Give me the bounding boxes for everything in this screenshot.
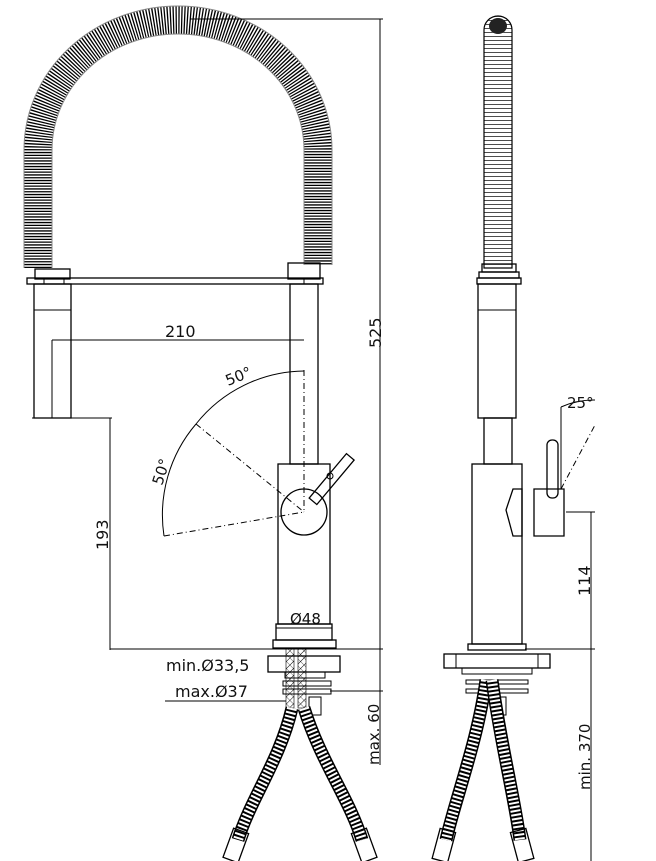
dim-d48-label: Ø48 xyxy=(290,610,321,628)
side-spring xyxy=(483,15,513,269)
dim-max60-label: max. 60 xyxy=(365,704,383,765)
spout-holder-bar xyxy=(26,277,324,285)
supply-hoses xyxy=(222,706,378,861)
dim-hole-min-label: min.Ø33,5 xyxy=(166,656,249,675)
angle-50-top-label: 50° xyxy=(223,363,254,390)
spring-arch xyxy=(23,5,333,268)
angle-50-side-label: 50° xyxy=(149,456,174,487)
dim-193-label: 193 xyxy=(93,519,112,550)
dim-hole-max-label: max.Ø37 xyxy=(175,682,248,701)
side-body xyxy=(471,463,523,645)
right-collar xyxy=(287,262,321,280)
dim-114-label: 114 xyxy=(575,565,594,596)
dim-210-label: 210 xyxy=(165,322,196,341)
side-lever xyxy=(546,439,559,499)
dim-min370-label: min. 370 xyxy=(576,724,594,790)
angle-25-label: 25° xyxy=(567,394,594,412)
left-collar xyxy=(34,268,71,280)
front-view: 525 210 50° 50° 193 Ø48 min.Ø33,5 max.Ø3… xyxy=(23,5,385,861)
side-spray-head xyxy=(477,283,517,419)
side-view: 25° 114 min. 370 xyxy=(431,15,596,861)
side-handle-hub xyxy=(533,488,565,537)
lever-handle xyxy=(308,452,356,506)
side-fixing-plate xyxy=(443,653,551,669)
dim-525-label: 525 xyxy=(366,317,385,348)
